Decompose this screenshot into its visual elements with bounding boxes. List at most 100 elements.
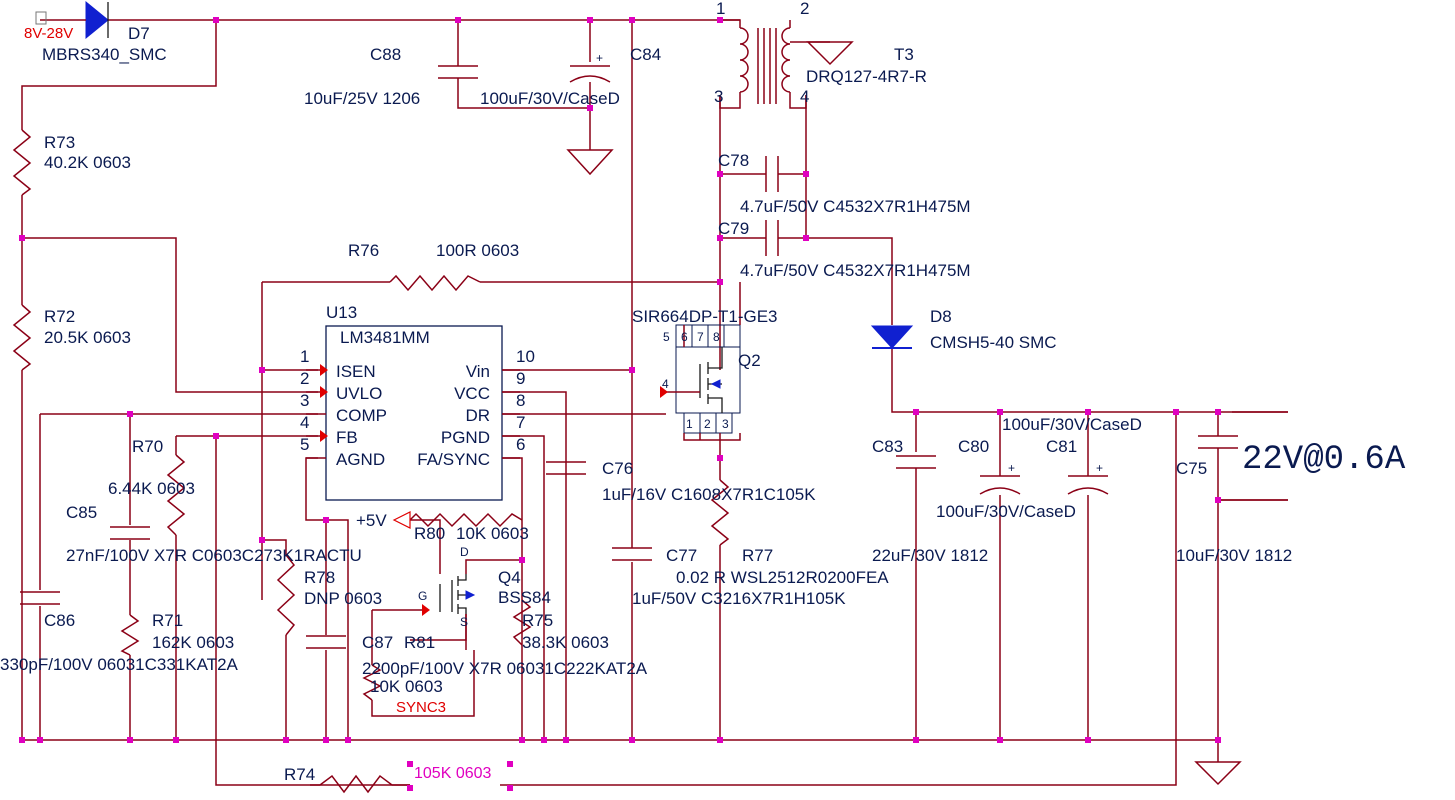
d8-ref: D8 [930,307,952,326]
r80-ref: R80 [414,524,445,543]
diode-d8[interactable] [870,325,914,349]
ic-u13[interactable] [306,325,520,501]
capacitor-c88[interactable] [438,65,478,79]
d7-value: MBRS340_SMC [42,45,167,64]
capacitor-c87[interactable] [306,635,346,649]
c76-value: 1uF/16V C1608X7R1C105K [602,485,816,504]
svg-text:+: + [1096,461,1103,475]
capacitor-c81[interactable]: + [1067,461,1109,495]
capacitor-c84[interactable]: + [569,51,611,83]
c77-value: 1uF/50V C3216X7R1H105K [632,589,846,608]
resistor-r76[interactable] [389,274,481,292]
ground-symbol-main [1194,761,1242,786]
r70-ref: R70 [132,437,163,456]
ground-symbol-c84 [566,149,614,176]
u13-pin8-name: DR [465,406,490,425]
r76-value: 100R 0603 [436,241,519,260]
q4-pin-d: D [460,545,469,559]
c81-value: 100uF/30V/CaseD [1002,415,1142,434]
resistor-r70[interactable] [166,454,186,536]
r72-value: 20.5K 0603 [44,328,131,347]
q4-ref: Q4 [498,568,521,587]
u13-pin10-num: 10 [516,347,535,366]
capacitor-c75[interactable] [1198,435,1238,449]
resistor-r77[interactable] [710,479,730,546]
diode-d7[interactable] [40,0,109,40]
r81-ref: R81 [404,633,435,652]
u13-value: LM3481MM [340,328,430,347]
q4-pin-s: S [460,615,468,629]
u13-pin4-name: FB [336,428,358,447]
r76-ref: R76 [348,241,379,260]
q2-pin5: 5 [663,330,670,344]
capacitor-c78[interactable] [765,156,779,192]
q4-value: BSS84 [498,588,551,607]
capacitor-c83[interactable] [896,455,936,469]
r78-ref: R78 [304,568,335,587]
resistor-r75[interactable] [512,599,532,646]
r73-value: 40.2K 0603 [44,153,131,172]
labels: 8V-28V D7 MBRS340_SMC C88 10uF/25V 1206 … [0,0,1406,784]
r75-ref: R75 [522,611,553,630]
capacitor-c80[interactable]: + [979,461,1021,495]
u13-ref: U13 [326,303,357,322]
transformer-t3[interactable] [719,19,807,109]
resistor-r71[interactable] [120,614,140,656]
capacitor-c86[interactable] [20,591,60,605]
u13-pin1-name: ISEN [336,362,376,381]
r70-value: 6.44K 0603 [108,479,195,498]
resistor-r74[interactable] [310,774,410,794]
c78-value: 4.7uF/50V C4532X7R1H475M [740,197,971,216]
resistor-r73[interactable] [12,129,32,196]
u13-pin7-num: 7 [516,413,525,432]
ground-symbol-t3 [806,41,854,66]
resistor-r78[interactable] [276,554,296,636]
q2-pin2: 2 [704,417,711,431]
u13-pin8-num: 8 [516,391,525,410]
u13-pin2-num: 2 [300,369,309,388]
c85-value: 27nF/100V X7R C0603C273K1RACTU [66,546,362,565]
c83-value: 22uF/30V 1812 [872,546,988,565]
r71-value: 162K 0603 [152,633,234,652]
c79-ref: C79 [718,219,749,238]
q2-pin7: 7 [697,330,704,344]
svg-text:+: + [596,51,603,65]
t3-pin4: 4 [800,87,809,106]
u13-pin5-name: AGND [336,450,385,469]
q4-pin-g: G [418,589,427,603]
t3-pin1: 1 [716,0,725,18]
c83-ref: C83 [872,437,903,456]
resistor-r81[interactable] [362,664,382,701]
capacitor-c77[interactable] [612,547,652,561]
c86-ref: C86 [44,611,75,630]
c85-ref: C85 [66,503,97,522]
q2-pin8: 8 [713,330,720,344]
c76-ref: C76 [602,459,633,478]
grounds [566,41,1242,786]
mosfet-q2[interactable] [660,282,741,441]
resistor-r80[interactable] [409,512,523,528]
c84-value: 100uF/30V/CaseD [480,89,620,108]
capacitor-c76[interactable] [546,461,586,475]
capacitor-c85[interactable] [110,526,150,540]
capacitors: + + + [20,51,1238,649]
sync-net-label: SYNC3 [396,699,446,716]
resistor-r72[interactable] [12,304,32,371]
plus5v-label: +5V [356,511,387,530]
capacitor-c79[interactable] [765,220,779,256]
c87-ref: C87 [362,633,393,652]
d8-value: CMSH5-40 SMC [930,333,1057,352]
r80-value: 10K 0603 [456,524,529,543]
q2-ref: Q2 [738,351,761,370]
mosfet-q4[interactable] [439,574,476,650]
u13-pin6-num: 6 [516,435,525,454]
input-range-label: 8V-28V [24,25,73,42]
t3-pin2: 2 [800,0,809,18]
c86-value: 330pF/100V 06031C331KAT2A [0,655,239,674]
u13-pin1-num: 1 [300,347,309,366]
resistors [12,129,730,794]
c80-value: 100uF/30V/CaseD [936,502,1076,521]
q2-pin4: 4 [662,377,669,391]
u13-pin9-name: VCC [454,384,490,403]
u13-pin4-num: 4 [300,413,309,432]
